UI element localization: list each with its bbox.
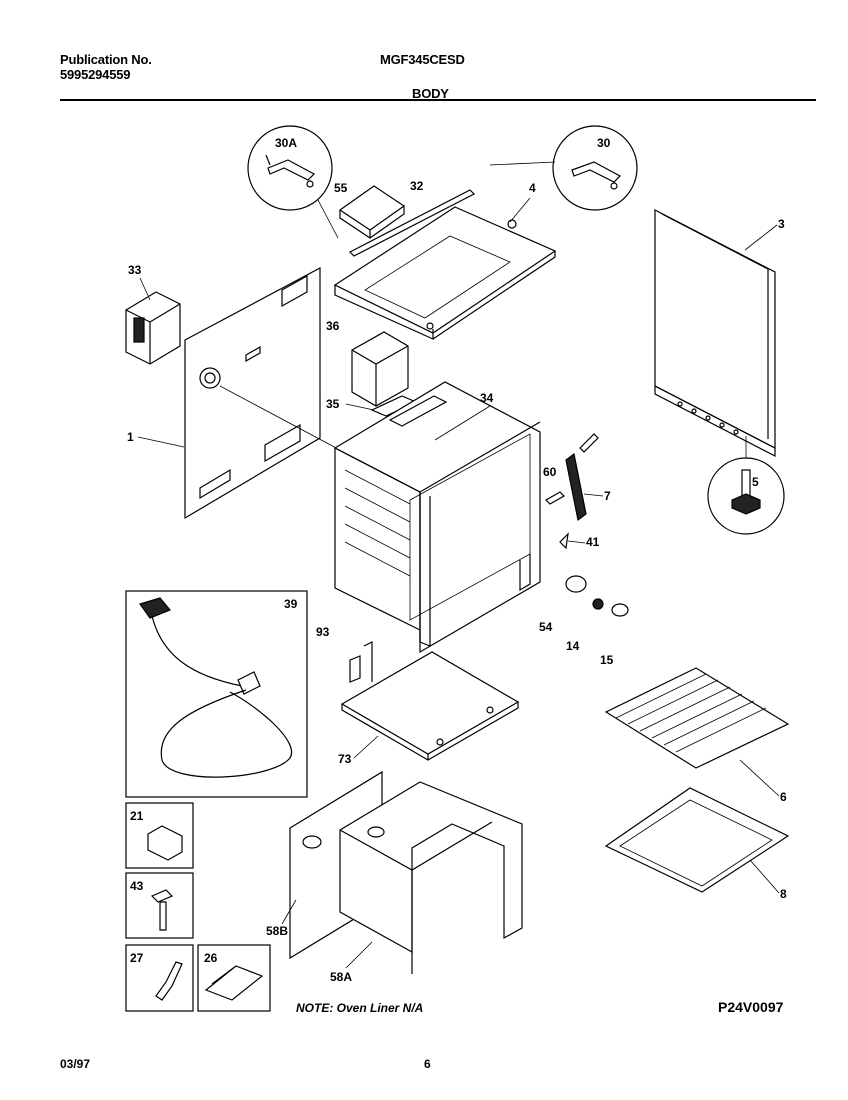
detail-circle-5 bbox=[707, 436, 785, 535]
callout-58b: 58B bbox=[266, 924, 288, 938]
part-58a-insulation bbox=[339, 781, 523, 974]
callout-27: 27 bbox=[130, 951, 144, 965]
footer-page-number: 6 bbox=[424, 1057, 431, 1071]
publication-number: 5995294559 bbox=[60, 67, 131, 82]
part-54-knob bbox=[565, 575, 587, 593]
oven-body-frame bbox=[333, 381, 541, 654]
part-14-nut bbox=[592, 598, 604, 610]
part-1-back-panel bbox=[184, 267, 341, 520]
callout-30a: 30A bbox=[275, 136, 297, 150]
callout-34: 34 bbox=[480, 391, 494, 405]
callout-35: 35 bbox=[326, 397, 340, 411]
part-21-connector bbox=[147, 825, 183, 861]
callout-60: 60 bbox=[543, 465, 557, 479]
footer-date: 03/97 bbox=[60, 1057, 91, 1071]
callout-93: 93 bbox=[316, 625, 330, 639]
drawing-code: P24V0097 bbox=[718, 999, 784, 1015]
part-26-bracket bbox=[204, 965, 264, 1001]
part-43-screw bbox=[150, 889, 174, 931]
section-title: BODY bbox=[412, 86, 449, 101]
callout-43: 43 bbox=[130, 879, 144, 893]
callout-41: 41 bbox=[586, 535, 600, 549]
publication-label: Publication No. bbox=[60, 52, 152, 67]
callout-7: 7 bbox=[604, 489, 611, 503]
part-15-bulb bbox=[611, 603, 629, 617]
callout-5: 5 bbox=[752, 475, 759, 489]
callout-21: 21 bbox=[130, 809, 144, 823]
part-4-top-panel bbox=[333, 206, 557, 340]
callout-4: 4 bbox=[529, 181, 536, 195]
part-7-burner bbox=[545, 433, 599, 522]
callout-1: 1 bbox=[127, 430, 134, 444]
part-3-side-panel bbox=[654, 209, 776, 457]
callout-32: 32 bbox=[410, 179, 424, 193]
callout-15: 15 bbox=[600, 653, 614, 667]
part-27-box bbox=[125, 944, 194, 1012]
callout-30: 30 bbox=[597, 136, 611, 150]
part-39-power-cord-panel bbox=[125, 590, 308, 798]
callout-8: 8 bbox=[780, 887, 787, 901]
part-73-bottom-panel bbox=[340, 651, 520, 762]
callout-6: 6 bbox=[780, 790, 787, 804]
callout-26: 26 bbox=[204, 951, 218, 965]
detail-circle-30 bbox=[489, 125, 638, 211]
part-41-pin bbox=[559, 532, 569, 550]
part-33-bracket bbox=[125, 291, 181, 365]
model-number: MGF345CESD bbox=[380, 52, 465, 67]
callout-14: 14 bbox=[566, 639, 580, 653]
callout-39: 39 bbox=[284, 597, 298, 611]
callout-55: 55 bbox=[334, 181, 348, 195]
part-8-broiler-pan bbox=[604, 787, 790, 893]
callout-58a: 58A bbox=[330, 970, 352, 984]
callout-33: 33 bbox=[128, 263, 142, 277]
callout-36: 36 bbox=[326, 319, 340, 333]
callout-3: 3 bbox=[778, 217, 785, 231]
callout-73: 73 bbox=[338, 752, 352, 766]
part-36-duct bbox=[351, 331, 409, 407]
part-27-clip bbox=[155, 961, 183, 1001]
part-6-oven-rack bbox=[604, 667, 790, 769]
part-32-strip bbox=[348, 189, 476, 257]
oven-liner-note: NOTE: Oven Liner N/A bbox=[296, 1001, 424, 1015]
callout-54: 54 bbox=[539, 620, 553, 634]
part-55-bracket bbox=[338, 185, 406, 240]
part-93-clip bbox=[349, 641, 373, 683]
header-rule bbox=[60, 99, 816, 101]
detail-circle-30a bbox=[247, 125, 339, 239]
